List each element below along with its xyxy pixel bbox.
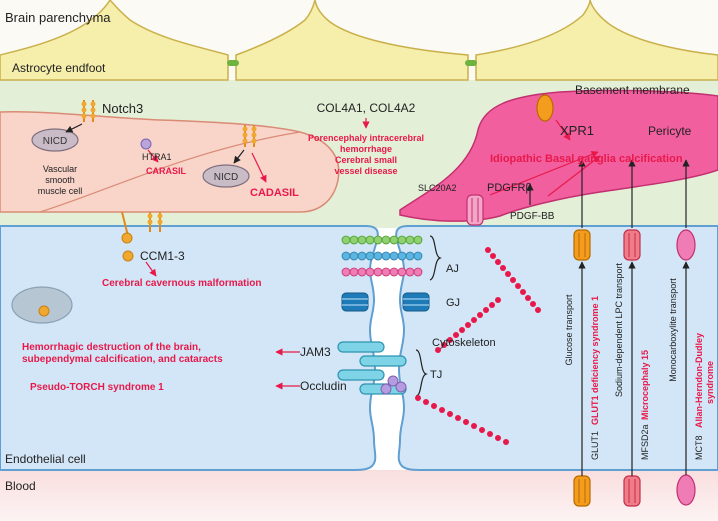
cytoskeleton-label: Cytoskeleton — [432, 337, 496, 349]
astrocyte-junction-1 — [227, 60, 239, 66]
mfsd2a-transporter-apical — [623, 229, 641, 261]
gap-junction — [341, 292, 430, 312]
mfsd2a-transporter-basal — [623, 475, 641, 507]
xpr1-arrow — [555, 119, 571, 141]
astrocyte-junction-2 — [465, 60, 477, 66]
col4a-disease-2: hemorrhage — [340, 144, 392, 154]
col4a-disease-1: Porencephaly intracerebral — [308, 133, 424, 143]
lpc-transport-label: Sodium-dependent LPC transport — [614, 262, 624, 397]
tj-label: TJ — [430, 369, 442, 381]
blood-label: Blood — [5, 479, 36, 493]
astrocyte-endfoot-1 — [0, 0, 229, 81]
vsmc-label-3: muscle cell — [38, 186, 83, 196]
endothelial-label: Endothelial cell — [5, 452, 86, 466]
jam3-disease-1: Hemorrhagic destruction of the brain, — [22, 342, 201, 353]
ptorch-disease-label: Pseudo-TORCH syndrome 1 — [30, 382, 164, 393]
htra1-protein — [140, 138, 152, 150]
aj-bracket — [429, 235, 442, 281]
mct8-disease-2: syndrome — [705, 361, 715, 404]
pdgfrb-label: PDGFRβ — [487, 182, 532, 194]
pdgfrb-arrow — [547, 155, 601, 197]
htra1-arrow — [147, 149, 159, 163]
occludin-label: Occludin — [300, 379, 347, 393]
notch3-arrow-2 — [233, 149, 245, 164]
glucose-transport-label: Glucose transport — [564, 294, 574, 366]
nicd-nucleus-2 — [202, 164, 250, 188]
glut1-transporter-apical — [573, 229, 591, 261]
notch3-label: Notch3 — [102, 101, 143, 116]
cytoskeleton-filaments — [415, 247, 541, 445]
glut1-label: GLUT1 — [590, 431, 600, 460]
jam3-disease-2: subependymal calcification, and cataract… — [22, 354, 223, 365]
astrocyte-endfoot-3 — [475, 0, 718, 81]
vsmc-division — [39, 131, 301, 213]
monocarb-transport-label: Monocarboxylite transport — [668, 278, 678, 382]
aj-label: AJ — [446, 263, 459, 275]
blood-region — [0, 470, 718, 521]
xpr1-label: XPR1 — [560, 123, 594, 138]
glut1-disease-label: GLUT1 deficiency syndrome 1 — [590, 296, 600, 425]
ccm-arrow — [145, 261, 157, 277]
ccm-label: CCM1-3 — [140, 249, 185, 263]
slc20a2-transporter — [466, 194, 484, 226]
col4a-disease-3: Cerebral small — [335, 155, 397, 165]
xpr1-transporter — [536, 94, 554, 122]
endothelial-nucleus — [11, 286, 73, 324]
adherens-junction — [341, 235, 423, 277]
mct8-transporter-basal — [676, 474, 696, 506]
htra1-label: HTRA1 — [142, 152, 172, 162]
vsmc-label-1: Vascular — [43, 164, 77, 174]
notch3-receptor-2 — [90, 100, 96, 122]
glut1-transporter-basal — [573, 475, 591, 507]
mfsd2a-disease-label: Microcephaly 15 — [640, 350, 650, 420]
notch3-receptor-4 — [251, 125, 257, 147]
astrocyte-label: Astrocyte endfoot — [12, 61, 106, 75]
mct8-transporter-apical — [676, 229, 696, 261]
notch3-receptor-7 — [121, 211, 133, 244]
pericyte-label: Pericyte — [648, 124, 692, 138]
gj-label: GJ — [446, 297, 460, 309]
notch3-arrow-1 — [65, 123, 83, 133]
basement-membrane-label: Basement membrane — [575, 83, 690, 97]
slc20a2-label: SLC20A2 — [418, 183, 457, 193]
vsmc-label-2: smooth — [45, 175, 75, 185]
jam3-label: JAM3 — [300, 345, 331, 359]
notch3-receptor-5 — [147, 212, 153, 232]
pdgfbb-label: PDGF-BB — [510, 211, 555, 222]
slc20a2-arrow — [489, 151, 599, 196]
mct8-label: MCT8 — [694, 436, 704, 461]
ccm-protein — [122, 250, 134, 262]
ccm-nuclear-protein — [38, 305, 50, 317]
nicd-nucleus-1 — [31, 128, 79, 152]
cadasil-arrow — [251, 152, 267, 183]
brain-parenchyma-label: Brain parenchyma — [5, 10, 111, 25]
notch3-receptor-1 — [81, 100, 87, 122]
col4a-label: COL4A1, COL4A2 — [317, 101, 416, 115]
cadasil-label: CADASIL — [250, 187, 299, 199]
ibgc-label: Idiopathic Basal ganglia calcification — [490, 153, 683, 165]
notch3-receptor-3 — [242, 125, 248, 147]
astrocyte-endfoot-2 — [235, 0, 469, 81]
carasil-label: CARASIL — [146, 166, 187, 176]
nicd-label-1: NICD — [43, 136, 67, 147]
tj-bracket — [415, 349, 428, 397]
notch3-receptor-6 — [157, 212, 163, 232]
nicd-label-2: NICD — [214, 172, 238, 183]
col4a-disease-4: vessel disease — [334, 166, 397, 176]
tj-protein-cluster — [380, 375, 407, 395]
mct8-disease-1: Allan-Herndon-Dudley — [694, 333, 704, 428]
mfsd2a-label: MFSD2a — [640, 424, 650, 460]
ccm-disease-label: Cerebral cavernous malformation — [102, 278, 262, 289]
